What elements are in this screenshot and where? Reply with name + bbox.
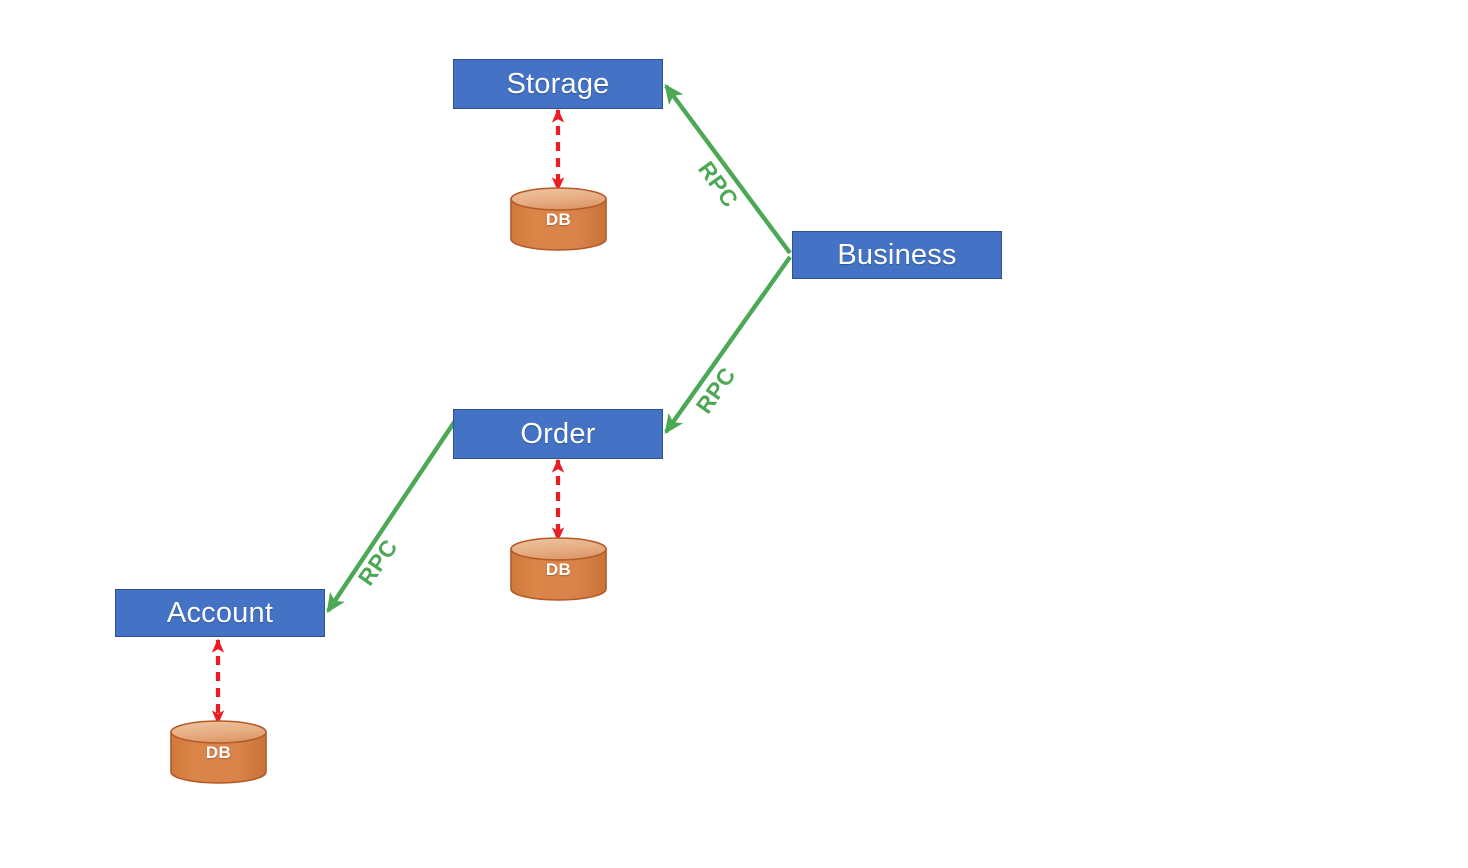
rpc-edge-label-business-to-storage: RPC (693, 155, 744, 212)
rpc-edge-label-order-to-account: RPC (352, 533, 403, 590)
service-node-account[interactable]: Account (115, 589, 325, 637)
database-label-order-db: DB (545, 560, 572, 579)
database-cylinder-storage-db[interactable] (510, 187, 607, 251)
database-label-account-db: DB (205, 743, 232, 762)
rpc-edge-business-to-order (664, 255, 792, 434)
service-node-label: Storage (506, 67, 610, 100)
database-body (510, 548, 607, 601)
database-top-ellipse (170, 720, 267, 744)
database-body (170, 731, 267, 784)
database-body (510, 198, 607, 251)
database-cylinder-shapes (170, 187, 607, 784)
service-node-label: Business (837, 238, 957, 271)
database-cylinder-account-db[interactable] (170, 720, 267, 784)
service-node-label: Order (520, 417, 596, 450)
rpc-edge-business-to-storage (664, 84, 792, 255)
database-label-storage-db: DB (545, 210, 572, 229)
rpc-edge-order-to-account (326, 410, 463, 614)
service-node-business[interactable]: Business (792, 231, 1002, 279)
service-node-storage[interactable]: Storage (453, 59, 663, 109)
database-top-ellipse (510, 187, 607, 211)
rpc-edge-label-business-to-order: RPC (690, 361, 741, 418)
database-cylinder-order-db[interactable] (510, 537, 607, 601)
service-node-label: Account (166, 596, 274, 629)
database-top-ellipse (510, 537, 607, 561)
service-node-order[interactable]: Order (453, 409, 663, 459)
